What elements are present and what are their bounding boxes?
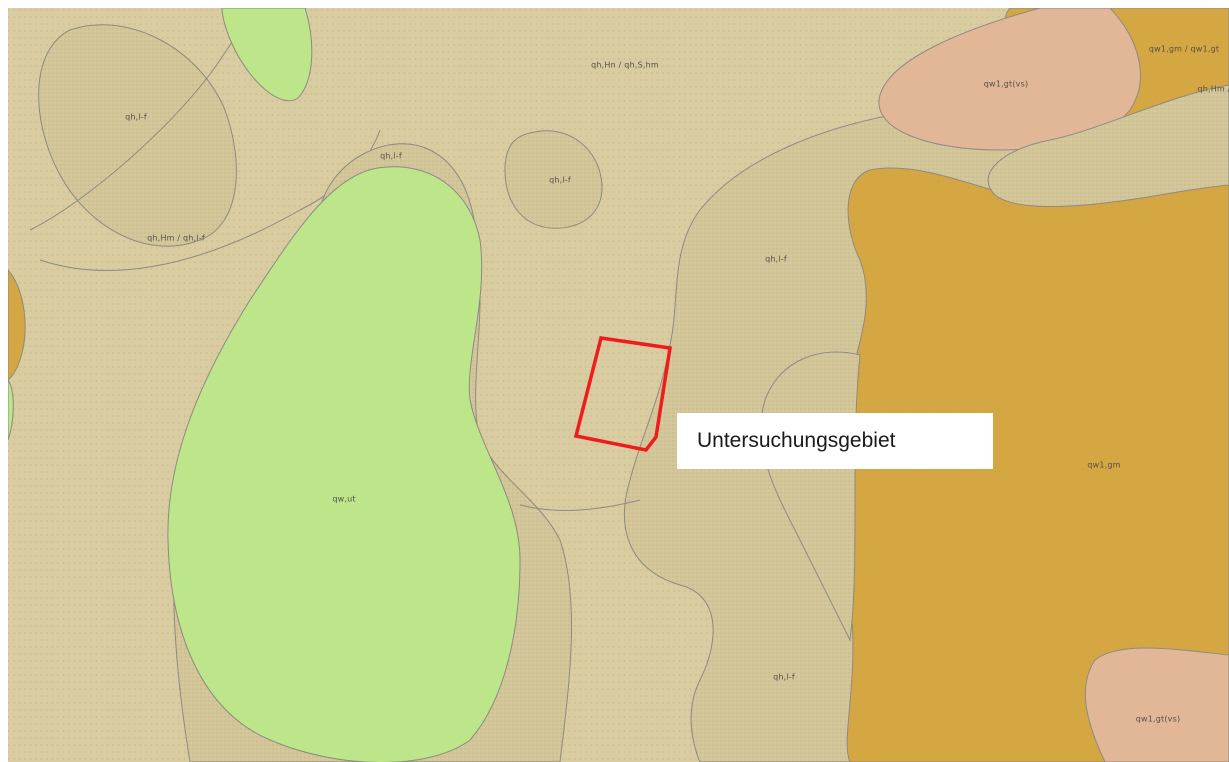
unit-green-west-edge (8, 379, 14, 441)
study-area-label: Untersuchungsgebiet (697, 429, 896, 452)
unit-label: qw1,gt(vs) (1135, 714, 1181, 724)
geologic-map[interactable]: qh,Hn / qh,S,hm qw1,gm / qw1,gt qw1,gt(v… (8, 8, 1229, 762)
unit-qw1-gt-vs-bottom (1084, 647, 1229, 762)
unit-brown-west-edge (8, 269, 26, 381)
unit-label: qw,ut (332, 494, 356, 504)
unit-label: qh,Hn / qh,S,hm (591, 60, 659, 70)
unit-label: qh,l-f (125, 112, 147, 122)
loess-blob-northwest (38, 24, 237, 247)
loess-band-top-right (987, 84, 1229, 208)
unit-qw-ut-top (221, 8, 313, 101)
study-area-callout: Untersuchungsgebiet (677, 413, 993, 469)
unit-label: qh,l-f (549, 175, 571, 185)
unit-label: qw1,gm / qw1,gt (1148, 44, 1220, 54)
loess-blob-small (504, 130, 603, 229)
unit-label: qh,l-f (765, 254, 787, 264)
unit-label: qw1,gm (1087, 460, 1121, 470)
unit-qw-ut-large (167, 166, 521, 762)
unit-qw1-gt-vs-top (878, 8, 1141, 151)
boundary-line-valley (519, 499, 641, 511)
unit-label: qw1,gt(vs) (983, 79, 1029, 89)
study-area-outline (573, 336, 673, 452)
unit-label: qh,Hm / (1197, 84, 1229, 94)
unit-label: qh,Hm / qh,l-f (147, 233, 205, 243)
unit-label: qh,l-f (773, 672, 795, 682)
unit-label: qh,l-f (380, 151, 402, 161)
map-canvas (8, 8, 1229, 762)
